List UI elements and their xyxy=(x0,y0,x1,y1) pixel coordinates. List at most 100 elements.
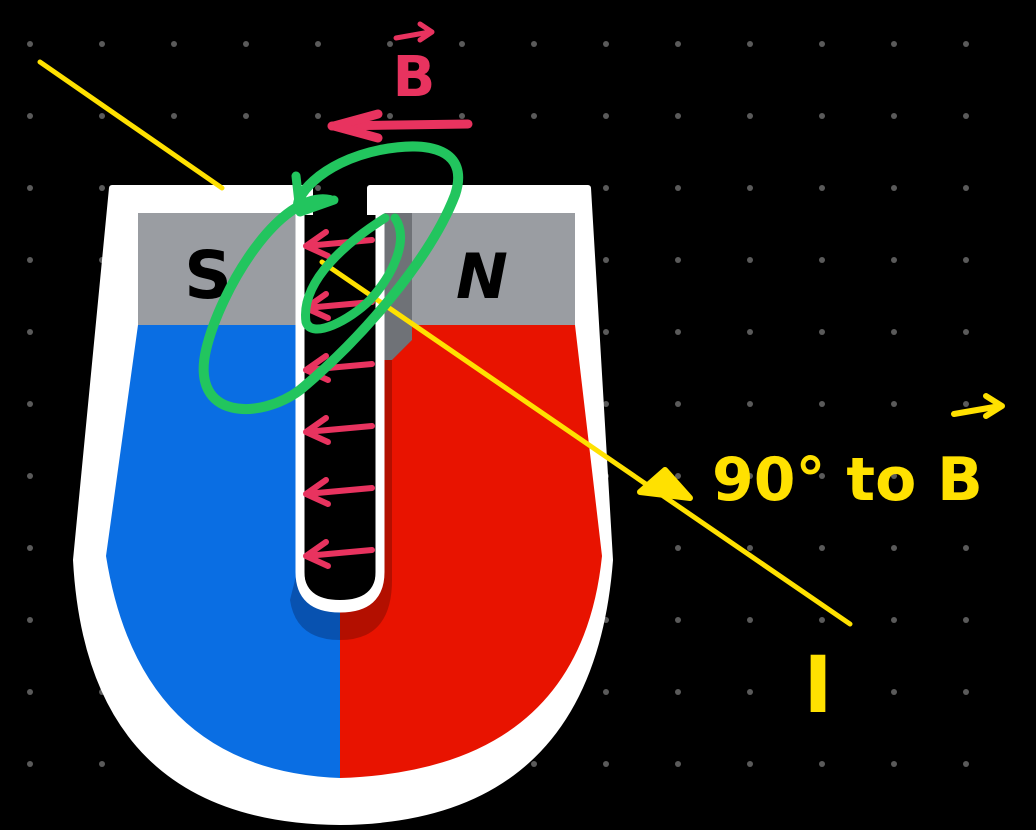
grid-dot xyxy=(387,113,393,119)
vector-arrow-icon-b xyxy=(951,393,1005,419)
inner-field-loop xyxy=(301,213,405,334)
grid-dot xyxy=(531,41,537,47)
grid-dot xyxy=(171,41,177,47)
field-arrow xyxy=(303,229,375,259)
grid-dot xyxy=(603,329,609,335)
grid-dot xyxy=(315,185,321,191)
grid-dot xyxy=(675,329,681,335)
grid-dot xyxy=(675,257,681,263)
grid-dot xyxy=(747,545,753,551)
grid-dot xyxy=(963,689,969,695)
grid-dot xyxy=(891,257,897,263)
grid-dot xyxy=(819,689,825,695)
grid-dot xyxy=(315,41,321,47)
grid-dot xyxy=(531,761,537,767)
grid-dot xyxy=(819,329,825,335)
grid-dot xyxy=(747,689,753,695)
grid-dot xyxy=(675,617,681,623)
magnet-gap-rim xyxy=(295,210,385,613)
grid-dot xyxy=(747,113,753,119)
grid-dot xyxy=(99,185,105,191)
grid-dot xyxy=(891,761,897,767)
grid-dot xyxy=(99,41,105,47)
grid-dot xyxy=(531,113,537,119)
grid-dot xyxy=(963,41,969,47)
grid-dot xyxy=(819,185,825,191)
grid-dot xyxy=(891,473,897,479)
grid-dot xyxy=(963,329,969,335)
field-label-B: B xyxy=(393,21,436,110)
north-label: N xyxy=(456,240,508,313)
grid-dot xyxy=(819,761,825,767)
grid-dot xyxy=(675,761,681,767)
grid-dot xyxy=(27,41,33,47)
grid-dot xyxy=(819,401,825,407)
grid-dot xyxy=(27,257,33,263)
grid-dot xyxy=(675,41,681,47)
grid-dot xyxy=(27,401,33,407)
grid-dot xyxy=(963,545,969,551)
grid-dot xyxy=(387,41,393,47)
grid-dot xyxy=(459,113,465,119)
current-wire-front xyxy=(319,259,853,627)
grid-dot xyxy=(747,257,753,263)
grid-dot xyxy=(963,761,969,767)
north-pole-cap xyxy=(412,213,575,325)
grid-dot xyxy=(27,617,33,623)
loop-arrowhead xyxy=(291,171,339,217)
grid-dot xyxy=(243,41,249,47)
field-letter: B xyxy=(393,45,436,110)
grid-dot xyxy=(891,185,897,191)
grid-dot xyxy=(675,185,681,191)
grid-dot xyxy=(747,401,753,407)
grid-dot xyxy=(603,41,609,47)
field-arrow xyxy=(303,415,375,445)
grid-dot xyxy=(891,329,897,335)
current-wire-back xyxy=(37,59,225,191)
grid-dot xyxy=(27,473,33,479)
grid-dot xyxy=(171,113,177,119)
grid-dot xyxy=(603,401,609,407)
grid-dot xyxy=(675,545,681,551)
grid-dot xyxy=(459,41,465,47)
grid-dot xyxy=(675,113,681,119)
grid-dot xyxy=(819,545,825,551)
grid-dot xyxy=(819,41,825,47)
grid-dot xyxy=(891,689,897,695)
grid-dot xyxy=(747,41,753,47)
magnet-south-leg xyxy=(106,325,340,778)
grid-dot xyxy=(27,329,33,335)
grid-dot xyxy=(819,473,825,479)
grid-dot xyxy=(603,761,609,767)
field-arrow xyxy=(303,539,375,569)
grid-dot xyxy=(99,761,105,767)
grid-dot xyxy=(891,401,897,407)
grid-dot xyxy=(891,545,897,551)
grid-dot xyxy=(603,689,609,695)
grid-dot xyxy=(747,185,753,191)
grid-dot xyxy=(603,185,609,191)
grid-dot xyxy=(963,257,969,263)
magnet-north-leg xyxy=(340,325,602,778)
grid-dot xyxy=(243,113,249,119)
grid-dot xyxy=(675,401,681,407)
grid-dot xyxy=(27,113,33,119)
grid-dot xyxy=(819,617,825,623)
current-direction-arrowhead xyxy=(637,467,693,501)
grid-dot xyxy=(747,473,753,479)
grid-dot xyxy=(891,113,897,119)
magnet-gap-shadow-blue xyxy=(290,560,340,640)
grid-dot xyxy=(963,473,969,479)
grid-dot xyxy=(963,617,969,623)
grid-dot xyxy=(963,113,969,119)
grid-dot xyxy=(819,113,825,119)
grid-dot xyxy=(747,617,753,623)
grid-dot xyxy=(603,257,609,263)
grid-dot xyxy=(675,689,681,695)
angle-note-text: 90° to B xyxy=(712,445,983,515)
grid-dot xyxy=(27,185,33,191)
grid-dot xyxy=(819,257,825,263)
circular-field-loop xyxy=(198,141,464,414)
grid-dot xyxy=(747,761,753,767)
